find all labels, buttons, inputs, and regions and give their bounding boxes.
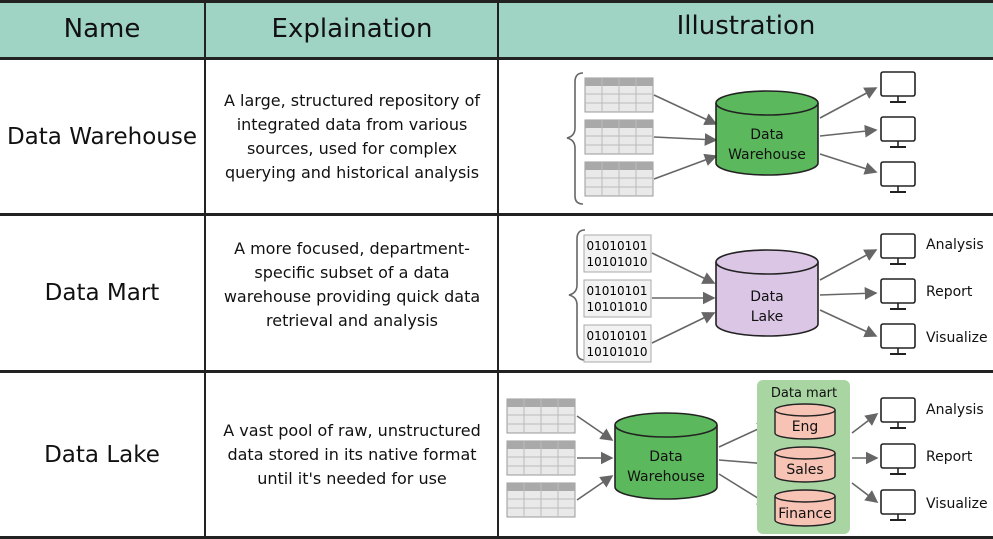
header-illustration: Illustration xyxy=(499,0,993,58)
svg-text:Finance: Finance xyxy=(778,506,832,522)
svg-text:10101010: 10101010 xyxy=(586,255,647,269)
brace-icon xyxy=(568,229,586,361)
row1-illustration: Data Warehouse xyxy=(566,71,916,205)
table-icon xyxy=(584,161,654,197)
illustrations: Data Warehouse 01010101 10101010 0101010… xyxy=(506,71,988,534)
table-border-bottom xyxy=(0,536,993,539)
output-label-report: Report xyxy=(926,284,973,300)
output-label-analysis: Analysis xyxy=(926,237,984,253)
cylinder-label-line2: Lake xyxy=(751,309,784,325)
table-icon xyxy=(506,440,576,476)
table-divider-header xyxy=(0,57,993,60)
cylinder-label-line1: Data xyxy=(649,449,682,465)
brace-icon xyxy=(566,72,584,205)
data-mart-title: Data mart xyxy=(771,386,837,401)
svg-text:Sales: Sales xyxy=(786,462,823,478)
monitor-icon xyxy=(880,161,916,193)
cylinder-label-line2: Warehouse xyxy=(728,147,806,163)
row-name-data-lake: Data Lake xyxy=(44,441,160,468)
svg-text:01010101: 01010101 xyxy=(586,239,647,253)
warehouse-cylinder: Data Warehouse xyxy=(614,412,718,500)
cylinder-label-line2: Warehouse xyxy=(627,469,705,485)
mart-cylinder-sales: Sales xyxy=(774,446,836,483)
binary-block: 01010101 10101010 xyxy=(583,279,652,318)
lake-cylinder: Data Lake xyxy=(715,249,819,337)
svg-text:10101010: 10101010 xyxy=(586,300,647,314)
warehouse-cylinder: Data Warehouse xyxy=(715,90,819,176)
table-border-top xyxy=(0,0,993,3)
table-icon xyxy=(506,398,576,434)
column-divider-2 xyxy=(497,0,499,539)
output-label-analysis: Analysis xyxy=(926,402,984,418)
mart-cylinder-eng: Eng xyxy=(774,403,836,440)
output-label-visualize: Visualize xyxy=(926,496,988,512)
table-icon xyxy=(584,77,654,113)
row2-illustration: 01010101 10101010 01010101 10101010 0101… xyxy=(568,229,988,363)
header-explanation: Explaination xyxy=(206,0,498,58)
table-divider-row1 xyxy=(0,213,993,216)
table-icon xyxy=(584,119,654,155)
binary-block: 01010101 10101010 xyxy=(583,324,652,363)
monitor-icon xyxy=(880,443,916,475)
header-name: Name xyxy=(0,0,204,58)
data-mart-panel: Data mart Eng Sales Finance xyxy=(757,380,850,534)
table-icon xyxy=(506,482,576,518)
output-label-report: Report xyxy=(926,449,973,465)
row3-illustration: Data Warehouse Data mart Eng Sales xyxy=(506,380,988,534)
monitor-icon xyxy=(880,397,916,429)
row-name-data-mart: Data Mart xyxy=(44,280,160,306)
monitor-icon xyxy=(880,278,916,310)
cylinder-label-line1: Data xyxy=(750,289,783,305)
mart-cylinder-finance: Finance xyxy=(774,489,836,527)
row-name-data-warehouse: Data Warehouse xyxy=(6,123,198,150)
output-label-visualize: Visualize xyxy=(926,330,988,346)
row-explanation-data-lake: A vast pool of raw, unstructured data st… xyxy=(223,420,481,488)
monitor-icon xyxy=(880,71,916,103)
column-divider-1 xyxy=(204,0,206,539)
row-explanation-data-mart: A more focused, department-specific subs… xyxy=(223,239,481,330)
monitor-icon xyxy=(880,233,916,265)
svg-text:01010101: 01010101 xyxy=(586,284,647,298)
svg-text:Eng: Eng xyxy=(792,419,819,435)
row-explanation-data-warehouse: A large, structured repository of integr… xyxy=(223,90,480,182)
monitor-icon xyxy=(880,489,916,521)
cylinder-label-line1: Data xyxy=(750,127,783,143)
svg-text:01010101: 01010101 xyxy=(586,329,647,343)
svg-text:10101010: 10101010 xyxy=(586,345,647,359)
binary-block: 01010101 10101010 xyxy=(583,234,652,273)
monitor-icon xyxy=(880,116,916,148)
table-divider-row2 xyxy=(0,370,993,373)
monitor-icon xyxy=(880,323,916,355)
